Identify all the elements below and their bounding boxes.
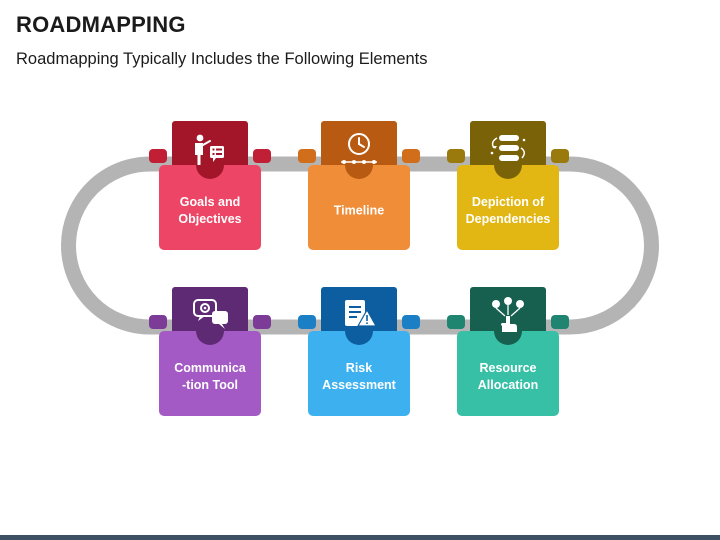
- ribbon-left: [149, 315, 167, 329]
- card-communication[interactable]: Communica -tion Tool: [149, 287, 271, 416]
- card-body: [457, 331, 559, 416]
- card-body: [457, 165, 559, 250]
- card-notch: [345, 151, 373, 179]
- clock-timeline-icon: [341, 133, 377, 164]
- card-dependencies[interactable]: Depiction of Dependencies: [447, 121, 569, 250]
- card-body: [308, 331, 410, 416]
- card-label: Timeline: [334, 204, 385, 218]
- card-label-line: -tion Tool: [182, 378, 238, 392]
- chat-gear-icon: [193, 299, 228, 329]
- card-label-line: Depiction of: [472, 195, 545, 209]
- presenter-checklist-icon: [195, 134, 224, 165]
- page-subtitle: Roadmapping Typically Includes the Follo…: [16, 50, 428, 68]
- ribbon-left: [298, 149, 316, 163]
- ribbon-left: [447, 149, 465, 163]
- card-label-line: Assessment: [322, 378, 396, 392]
- ribbon-right: [253, 315, 271, 329]
- ribbon-right: [402, 315, 420, 329]
- ribbon-right: [402, 149, 420, 163]
- card-body: [159, 331, 261, 416]
- ribbon-left: [447, 315, 465, 329]
- card-label: Depiction of Dependencies: [466, 195, 551, 226]
- card-timeline[interactable]: Timeline: [298, 121, 420, 250]
- card-body: [308, 165, 410, 250]
- ribbon-right: [551, 149, 569, 163]
- card-label-line: Objectives: [178, 212, 241, 226]
- ribbon-right: [551, 315, 569, 329]
- footer-bar: [0, 535, 720, 540]
- card-label-line: Communica: [174, 361, 247, 375]
- card-label-line: Goals and: [180, 195, 240, 209]
- card-label-line: Dependencies: [466, 212, 551, 226]
- ribbon-right: [253, 149, 271, 163]
- card-label: Communica -tion Tool: [174, 361, 247, 392]
- card-label-line: Resource: [480, 361, 537, 375]
- card-body: [159, 165, 261, 250]
- ribbon-left: [298, 315, 316, 329]
- risk-document-icon: [345, 300, 378, 327]
- card-label-line: Timeline: [334, 204, 385, 218]
- page-title: ROADMAPPING: [16, 12, 186, 37]
- roadmap-track: [61, 156, 659, 335]
- dependency-list-icon: [490, 135, 526, 161]
- card-label-line: Allocation: [478, 378, 538, 392]
- ribbon-left: [149, 149, 167, 163]
- card-tab: [321, 121, 397, 179]
- hand-resources-icon: [492, 297, 524, 332]
- card-label-line: Risk: [346, 361, 372, 375]
